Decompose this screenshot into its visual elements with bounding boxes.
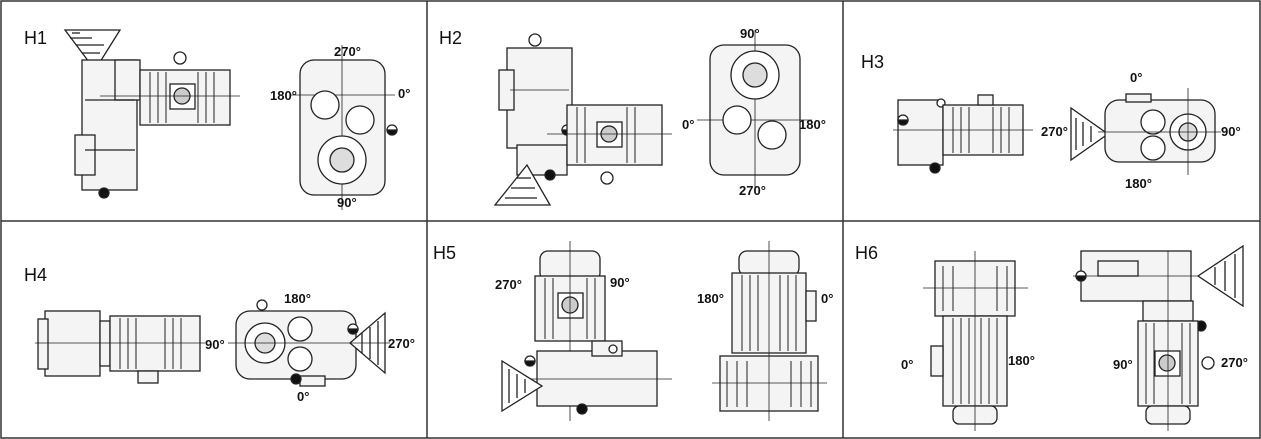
angle-side-left: 90° bbox=[1113, 357, 1133, 372]
angle-left-upper: 270° bbox=[495, 277, 522, 292]
panel-label: H2 bbox=[439, 28, 463, 48]
h4-drawing bbox=[35, 299, 390, 387]
angle-bottom: 0° bbox=[297, 389, 310, 404]
panel-h4: H4 bbox=[0, 221, 427, 439]
angle-right: 90° bbox=[1221, 124, 1241, 139]
angle-top: 90° bbox=[740, 26, 760, 41]
angle-left: 270° bbox=[1041, 124, 1068, 139]
panel-h3: H3 bbox=[843, 0, 1261, 221]
angle-bottom: 90° bbox=[337, 195, 357, 210]
h6-drawing bbox=[923, 244, 1244, 431]
angle-right: 270° bbox=[388, 336, 415, 351]
angle-right-upper: 90° bbox=[610, 275, 630, 290]
panel-label: H4 bbox=[24, 265, 48, 285]
h3-drawing bbox=[893, 88, 1221, 175]
angle-right-lower: 180° bbox=[1008, 353, 1035, 368]
panel-h5: H5 bbox=[427, 221, 843, 439]
angle-right: 180° bbox=[799, 117, 826, 132]
angle-right: 0° bbox=[398, 86, 411, 101]
panel-h1: H1 bbox=[0, 0, 427, 221]
angle-side-right: 270° bbox=[1221, 355, 1248, 370]
panel-label: H3 bbox=[861, 52, 885, 72]
panel-h2: H2 bbox=[427, 0, 843, 221]
angle-bottom: 180° bbox=[1125, 176, 1152, 191]
angle-top: 0° bbox=[1130, 70, 1143, 85]
panel-h6: H6 bbox=[843, 221, 1261, 439]
panel-label: H5 bbox=[433, 243, 457, 263]
h2-drawing bbox=[493, 30, 812, 206]
angle-side-right: 0° bbox=[821, 291, 834, 306]
h5-drawing bbox=[501, 241, 827, 421]
angle-left-lower: 0° bbox=[901, 357, 914, 372]
angle-top: 270° bbox=[334, 44, 361, 59]
panel-label: H1 bbox=[24, 28, 48, 48]
angle-left: 90° bbox=[205, 337, 225, 352]
angle-left: 180° bbox=[270, 88, 297, 103]
h1-drawing bbox=[63, 29, 398, 210]
angle-top: 180° bbox=[284, 291, 311, 306]
panel-label: H6 bbox=[855, 243, 879, 263]
angle-left: 0° bbox=[682, 117, 695, 132]
angle-bottom: 270° bbox=[739, 183, 766, 198]
angle-side-left: 180° bbox=[697, 291, 724, 306]
